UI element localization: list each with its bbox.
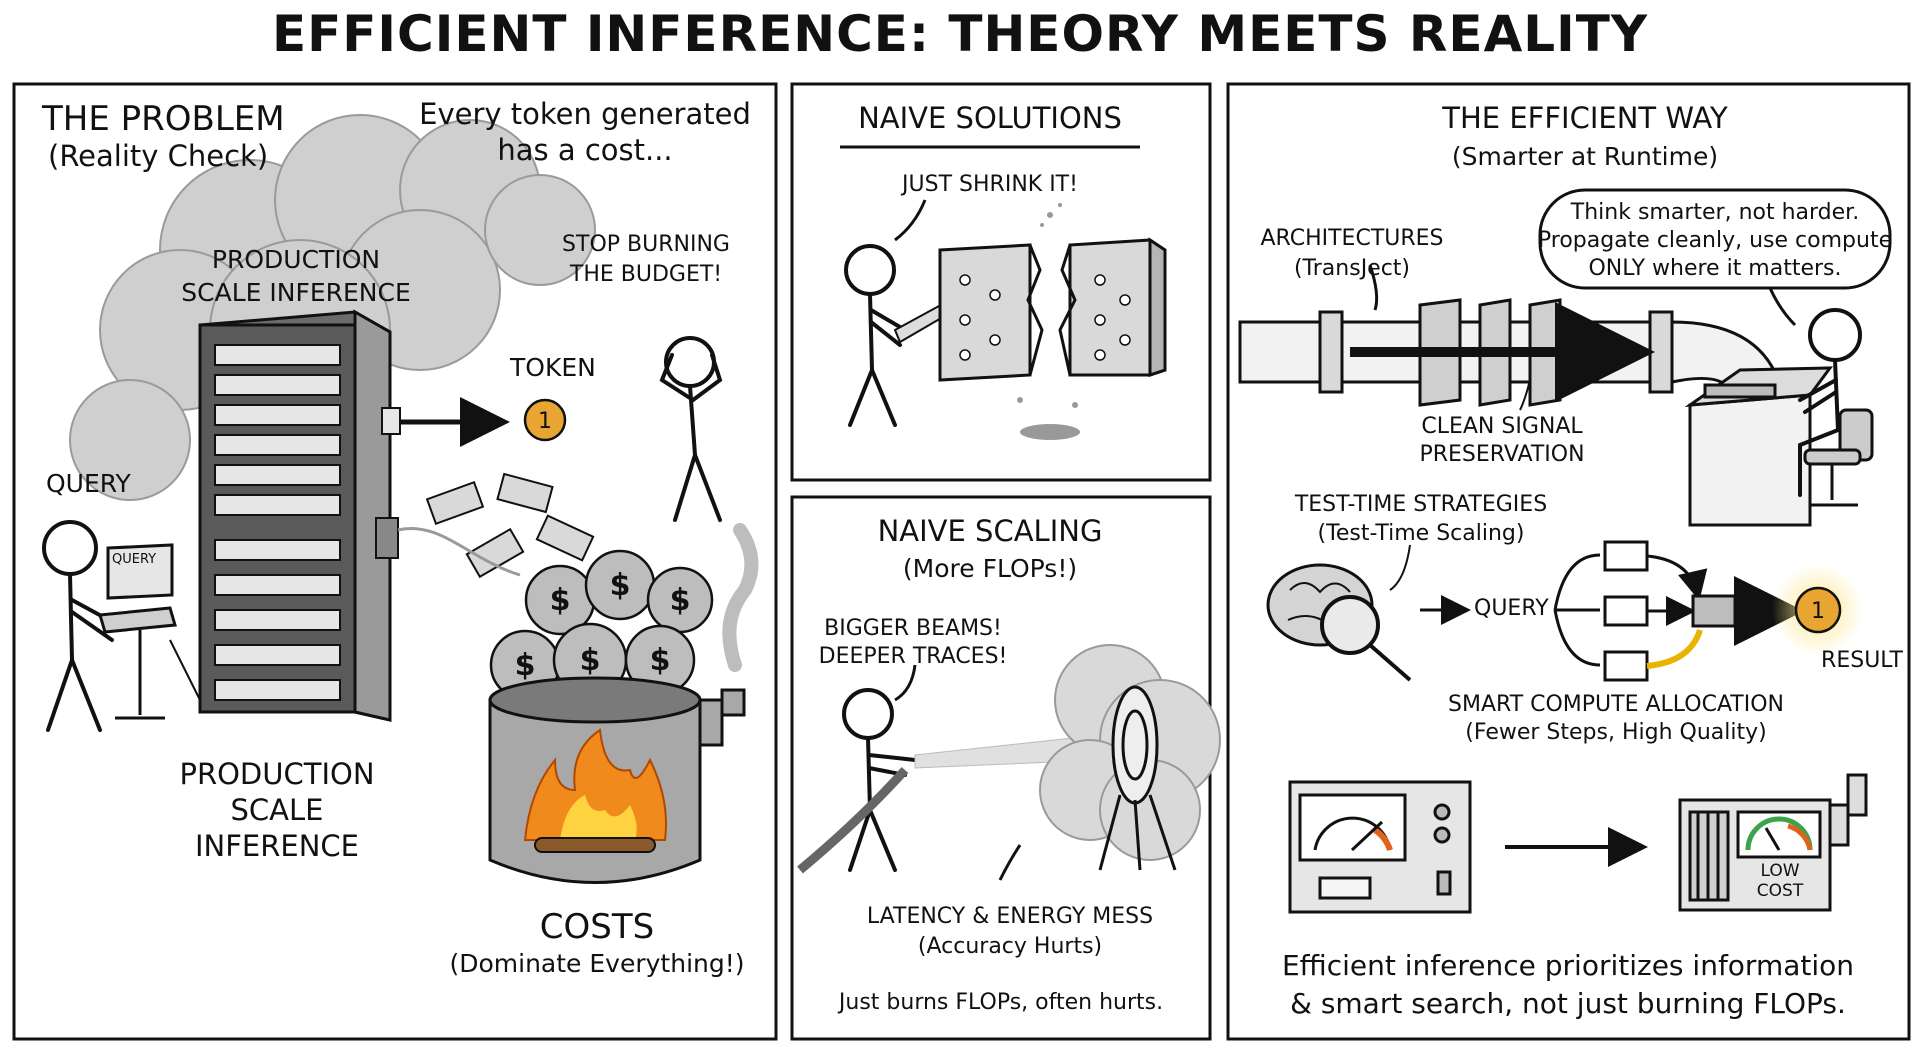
hose-icon: [797, 766, 909, 874]
shout-line-2: THE BUDGET!: [569, 262, 723, 287]
workstation-desk-icon: [1684, 366, 1834, 527]
low-cost-line-1: LOW: [1760, 861, 1800, 881]
result-label: RESULT: [1821, 648, 1903, 673]
tts-pointer: [1389, 544, 1411, 591]
speech-bubble-tail: [1768, 287, 1797, 327]
stick-figure-seated: [1798, 308, 1862, 497]
problem-subheading: (Reality Check): [48, 139, 269, 173]
efficient-footer-line-1: Efficient inference prioritizes informat…: [1281, 949, 1855, 982]
naive-scaling-subheading: (More FLOPs!): [902, 554, 1078, 583]
allocation-label: SMART COMPUTE ALLOCATION: [1448, 692, 1784, 717]
low-cost-line-2: COST: [1756, 881, 1804, 901]
shrink-speech: JUST SHRINK IT!: [902, 172, 1078, 197]
efficient-footer-line-2: & smart search, not just burning FLOPs.: [1290, 987, 1846, 1020]
signal-label-line-1: CLEAN SIGNAL: [1421, 414, 1583, 439]
svg-text:$: $: [610, 568, 631, 603]
office-chair-icon: [1803, 408, 1874, 507]
stick-figure-query-user: [42, 520, 120, 732]
naive-scaling-heading: NAIVE SCALING: [877, 514, 1103, 548]
tts-sublabel: (Test-Time Scaling): [1317, 521, 1525, 546]
fire-icon: [523, 728, 667, 853]
label-pointer: [998, 844, 1022, 881]
terminal-cable: [169, 639, 201, 701]
problem-heading: THE PROBLEM: [42, 99, 285, 139]
naive-solutions-heading: NAIVE SOLUTIONS: [858, 101, 1122, 135]
efficient-machine-icon: [1678, 773, 1868, 912]
server-label-line-3: INFERENCE: [195, 829, 359, 863]
mess-sublabel: (Accuracy Hurts): [917, 934, 1103, 959]
naive-scaling-footer: Just burns FLOPs, often hurts.: [838, 990, 1164, 1015]
signal-label-line-2: PRESERVATION: [1419, 442, 1585, 467]
problem-caption-line-1: Every token generated: [419, 97, 751, 131]
speech-tail: [894, 664, 917, 702]
arch-pointer: [1368, 264, 1379, 311]
screen-text: QUERY: [112, 552, 157, 567]
costs-label: COSTS: [539, 907, 655, 947]
costs-sublabel: (Dominate Everything!): [449, 949, 745, 978]
query-label: QUERY: [46, 469, 131, 498]
efficient-speech-line-1: Think smarter, not harder.: [1570, 200, 1860, 225]
problem-caption-line-2: has a cost...: [497, 133, 673, 167]
efficient-heading: THE EFFICIENT WAY: [1442, 101, 1728, 135]
svg-text:$: $: [515, 648, 536, 683]
query-node-label: QUERY: [1474, 596, 1549, 621]
svg-text:1: 1: [538, 409, 552, 434]
scaling-speech-line-2: DEEPER TRACES!: [818, 644, 1008, 669]
cloud-label-line-1: PRODUCTION: [211, 245, 381, 274]
svg-text:1: 1: [1811, 599, 1825, 624]
cloud-label-line-2: SCALE INFERENCE: [181, 278, 411, 307]
efficient-speech-line-3: ONLY where it matters.: [1588, 256, 1842, 281]
neural-network-icon: [959, 274, 1131, 361]
model-block-icon: [938, 237, 1167, 382]
page-title: EFFICIENT INFERENCE: THEORY MEETS REALIT…: [271, 5, 1649, 63]
architectures-sublabel: (TransJect): [1293, 256, 1411, 281]
server-rack-icon: [198, 309, 401, 722]
tts-label: TEST-TIME STRATEGIES: [1294, 492, 1548, 517]
money-stream-icon: [425, 472, 595, 579]
result-coin-icon: 1: [1794, 586, 1842, 634]
computer-terminal-icon: [98, 543, 177, 720]
token-label: TOKEN: [510, 353, 596, 382]
magnifier-icon: [1320, 595, 1412, 682]
debris-pile-icon: [1017, 203, 1080, 440]
stick-figure-sawing: [844, 244, 907, 427]
token-coin-icon: 1: [523, 398, 567, 442]
allocation-sublabel: (Fewer Steps, High Quality): [1465, 720, 1767, 745]
svg-text:$: $: [650, 643, 671, 678]
search-tree-icon: [1553, 540, 1737, 682]
server-label-line-1: PRODUCTION: [179, 757, 375, 791]
stick-figure-hose: [842, 688, 917, 872]
stick-figure-panicked: [659, 336, 723, 522]
old-meter-machine-icon: [1288, 780, 1472, 914]
target-icon: [1098, 685, 1177, 871]
shout-line-1: STOP BURNING: [562, 232, 730, 257]
server-label-line-2: SCALE: [230, 793, 324, 827]
scaling-speech-line-1: BIGGER BEAMS!: [824, 616, 1002, 641]
svg-text:$: $: [580, 643, 601, 678]
svg-text:$: $: [550, 583, 571, 618]
efficient-subheading: (Smarter at Runtime): [1451, 142, 1719, 171]
panel-efficient-frame: [1226, 82, 1911, 1041]
speech-bubble: [1538, 188, 1892, 290]
efficient-speech-line-2: Propagate cleanly, use compute: [1537, 228, 1893, 253]
speech-tail: [894, 199, 927, 242]
panel-problem-frame: [12, 82, 778, 1041]
panel-naive-solutions-frame: [790, 82, 1212, 482]
architectures-label: ARCHITECTURES: [1260, 226, 1444, 251]
mess-label: LATENCY & ENERGY MESS: [866, 904, 1154, 929]
svg-text:$: $: [670, 583, 691, 618]
signal-pointer: [1519, 379, 1531, 411]
